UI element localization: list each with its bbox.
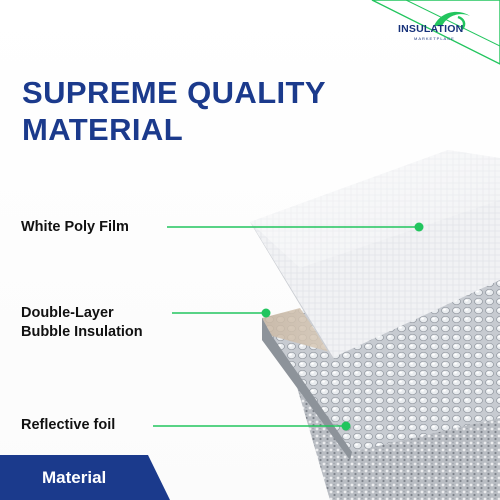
headline-line-1: SUPREME QUALITY [22, 75, 326, 110]
swoosh-icon [434, 11, 470, 30]
label-bubble-line-1: Double-Layer [21, 305, 114, 321]
footer-tab-label: Material [42, 468, 107, 487]
label-reflective-foil: Reflective foil [21, 417, 116, 433]
logo-subtext: MARKETPLACE [414, 36, 455, 41]
headline-line-2: MATERIAL [22, 112, 184, 147]
corner-decoration [371, 0, 500, 65]
footer-tab [0, 455, 170, 500]
label-bubble-line-2: Bubble Insulation [21, 324, 143, 340]
label-white-poly-film: White Poly Film [21, 219, 129, 235]
page-headline: SUPREME QUALITY MATERIAL [22, 74, 326, 148]
label-bubble-insulation: Double-Layer Bubble Insulation [21, 304, 143, 342]
leader-lines [153, 222, 424, 431]
white-poly-film-layer [250, 150, 500, 362]
brand-logo[interactable]: INSULATION MARKETPLACE [396, 10, 486, 46]
logo-wordmark: INSULATION [398, 23, 464, 35]
